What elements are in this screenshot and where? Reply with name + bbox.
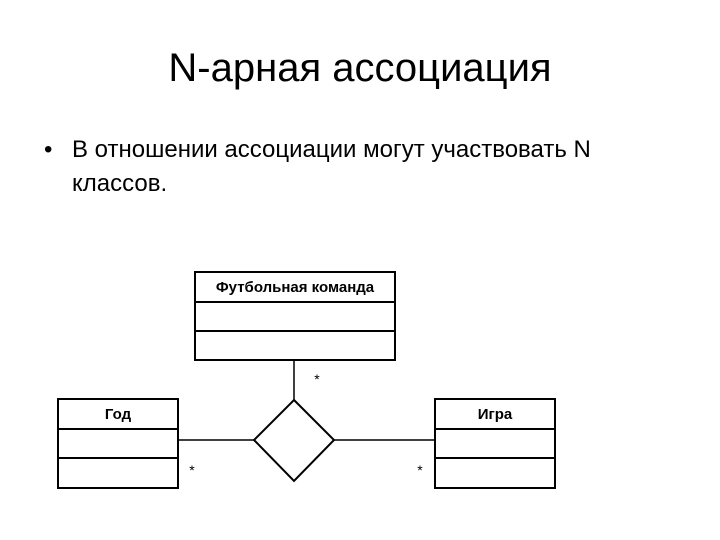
multiplicity-game: * [417, 462, 423, 478]
multiplicity-year: * [189, 462, 195, 478]
class-name-game: Игра [478, 406, 513, 423]
class-name-football-team: Футбольная команда [216, 279, 375, 296]
bullet-text: В отношении ассоциации могут участвовать… [72, 136, 591, 197]
class-box-game: Игра [434, 398, 556, 489]
class-name-year: Год [105, 406, 132, 423]
association-diamond [252, 398, 336, 483]
class-box-football-team: Футбольная команда [194, 271, 396, 361]
bullet-item: • В отношении ассоциации могут участвова… [44, 133, 684, 201]
bullet-list: • В отношении ассоциации могут участвова… [44, 133, 684, 201]
class-box-year: Год [57, 398, 179, 489]
bullet-marker: • [44, 136, 53, 163]
multiplicity-team: * [314, 371, 320, 387]
slide-title: N-арная ассоциация [168, 46, 552, 90]
